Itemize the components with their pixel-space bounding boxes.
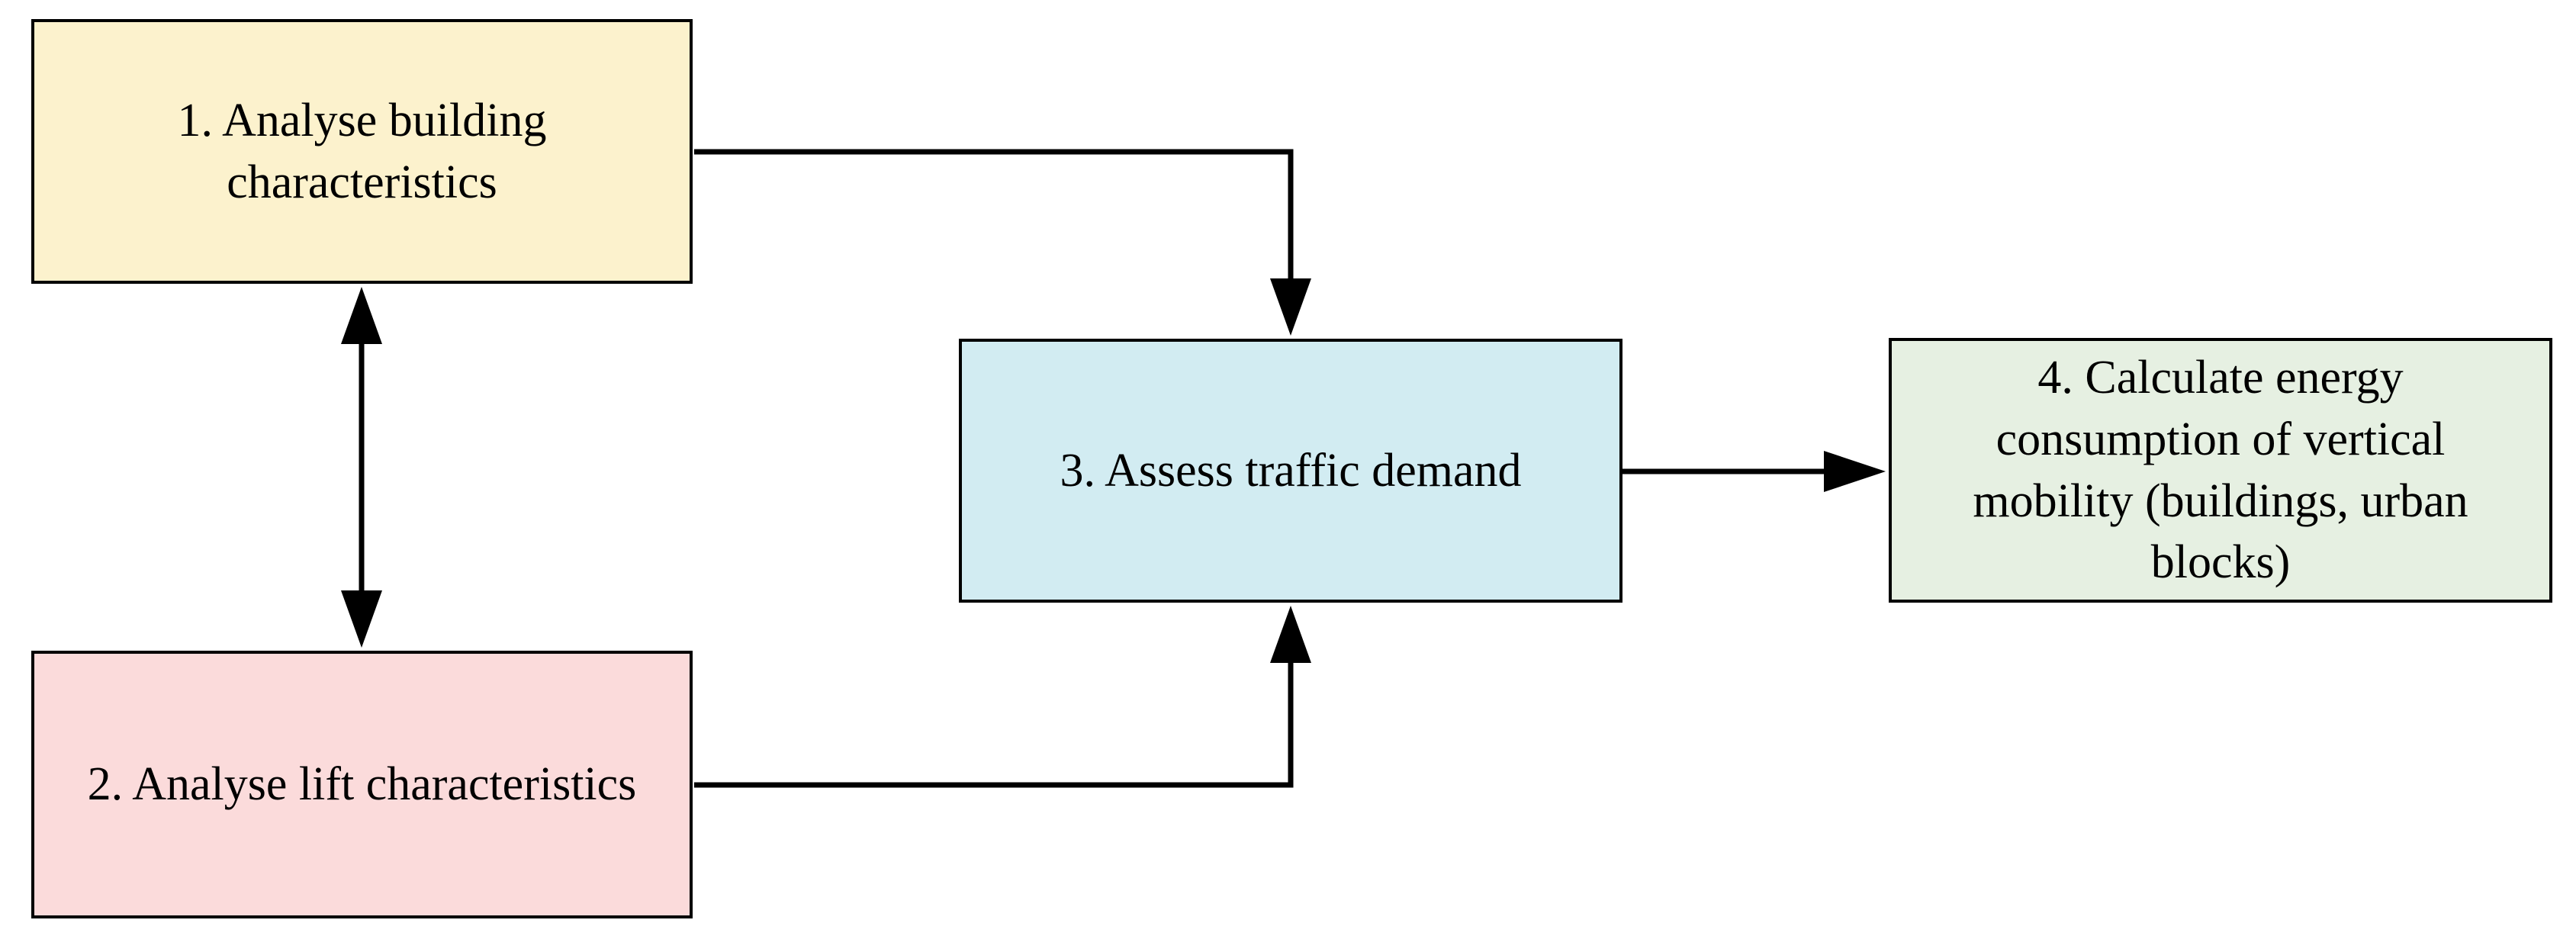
node-label: 2. Analyse lift characteristics [87,758,637,811]
node-label: 1. Analyse building characteristics [177,94,547,208]
double-arrow-box1-box2 [341,287,382,648]
node-label: 4. Calculate energy consumption of verti… [1973,352,2468,589]
node-label: 3. Assess traffic demand [1060,444,1522,497]
arrow-box2-box3 [694,606,1311,788]
node-calculate-energy-consumption: 4. Calculate energy consumption of verti… [1889,338,2552,603]
node-assess-traffic-demand: 3. Assess traffic demand [959,339,1622,603]
node-analyse-lift-characteristics: 2. Analyse lift characteristics [31,651,693,918]
arrow-box3-box4 [1621,451,1886,492]
node-analyse-building-characteristics: 1. Analyse building characteristics [31,19,693,284]
arrow-box1-box3 [694,149,1311,336]
